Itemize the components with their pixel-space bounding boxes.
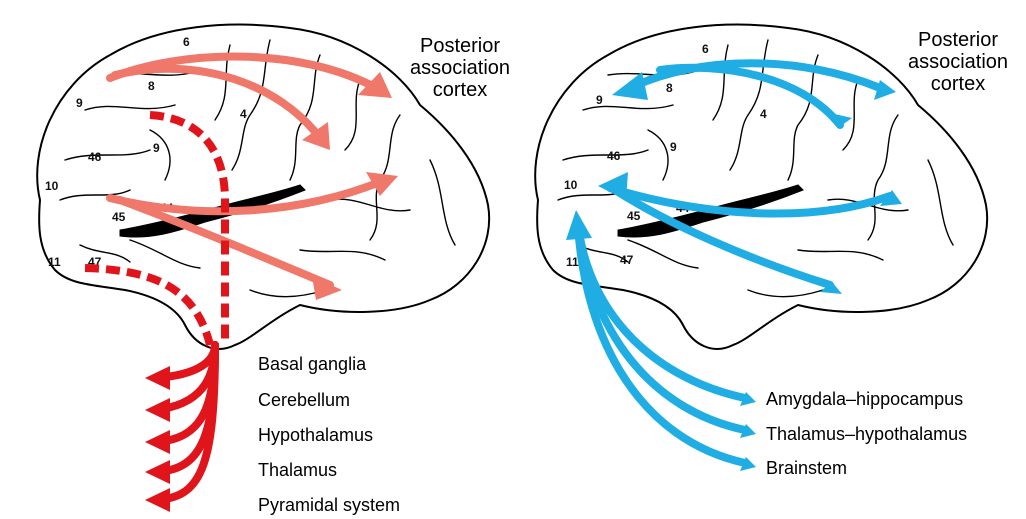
target-arrowhead [145, 488, 170, 512]
target-label: Cerebellum [258, 390, 350, 410]
source-label: Brainstem [766, 458, 847, 478]
right-cortex-label: Posterior association cortex [908, 29, 1008, 95]
left-area-label: 8 [148, 79, 155, 93]
left-area-label: 4 [240, 107, 247, 121]
cortex-label-line: Posterior [420, 35, 500, 57]
left-area-label: 45 [112, 210, 126, 224]
left-brain-panel: 6 8 9 4 9 46 10 45 44 11 47 [37, 25, 510, 515]
source-label: Thalamus–hypothalamus [766, 424, 967, 444]
left-area-label: 6 [183, 35, 190, 49]
cortex-label-line: Posterior [918, 29, 998, 51]
right-area-label: 11 [566, 255, 579, 269]
right-source-labels: Amygdala–hippocampus Thalamus–hypothalam… [766, 389, 967, 478]
target-label: Pyramidal system [258, 495, 400, 515]
right-area-label: 9 [596, 93, 603, 107]
right-area-label: 8 [666, 81, 673, 95]
right-area-label: 47 [620, 253, 634, 267]
right-area-label: 45 [627, 209, 641, 223]
target-arrowhead [145, 366, 170, 390]
target-arrowhead [145, 460, 170, 484]
left-target-arrowheads [145, 366, 170, 512]
left-area-label: 11 [48, 255, 61, 269]
right-brain-panel: 6 8 9 4 9 46 10 45 44 11 47 [535, 25, 1008, 478]
target-label: Basal ganglia [258, 354, 367, 374]
left-area-label: 46 [88, 150, 102, 164]
target-label: Hypothalamus [258, 425, 373, 445]
left-area-label: 10 [45, 179, 59, 193]
right-area-label: 4 [760, 107, 767, 121]
left-area-label: 9 [76, 96, 83, 110]
target-label: Thalamus [258, 460, 337, 480]
cortex-label-line: cortex [931, 73, 985, 95]
right-area-label: 46 [607, 149, 621, 163]
cortex-label-line: association [410, 57, 510, 79]
right-area-label: 10 [564, 178, 578, 192]
left-cortex-label: Posterior association cortex [410, 35, 510, 101]
cortex-label-line: cortex [433, 79, 487, 101]
left-area-label: 9 [153, 141, 160, 155]
left-target-labels: Basal ganglia Cerebellum Hypothalamus Th… [258, 354, 400, 515]
right-area-label: 6 [702, 42, 709, 56]
cortex-label-line: association [908, 51, 1008, 73]
right-area-label: 9 [670, 140, 677, 154]
source-label: Amygdala–hippocampus [766, 389, 963, 409]
target-arrowhead [145, 430, 170, 454]
target-arrowhead [145, 398, 170, 422]
